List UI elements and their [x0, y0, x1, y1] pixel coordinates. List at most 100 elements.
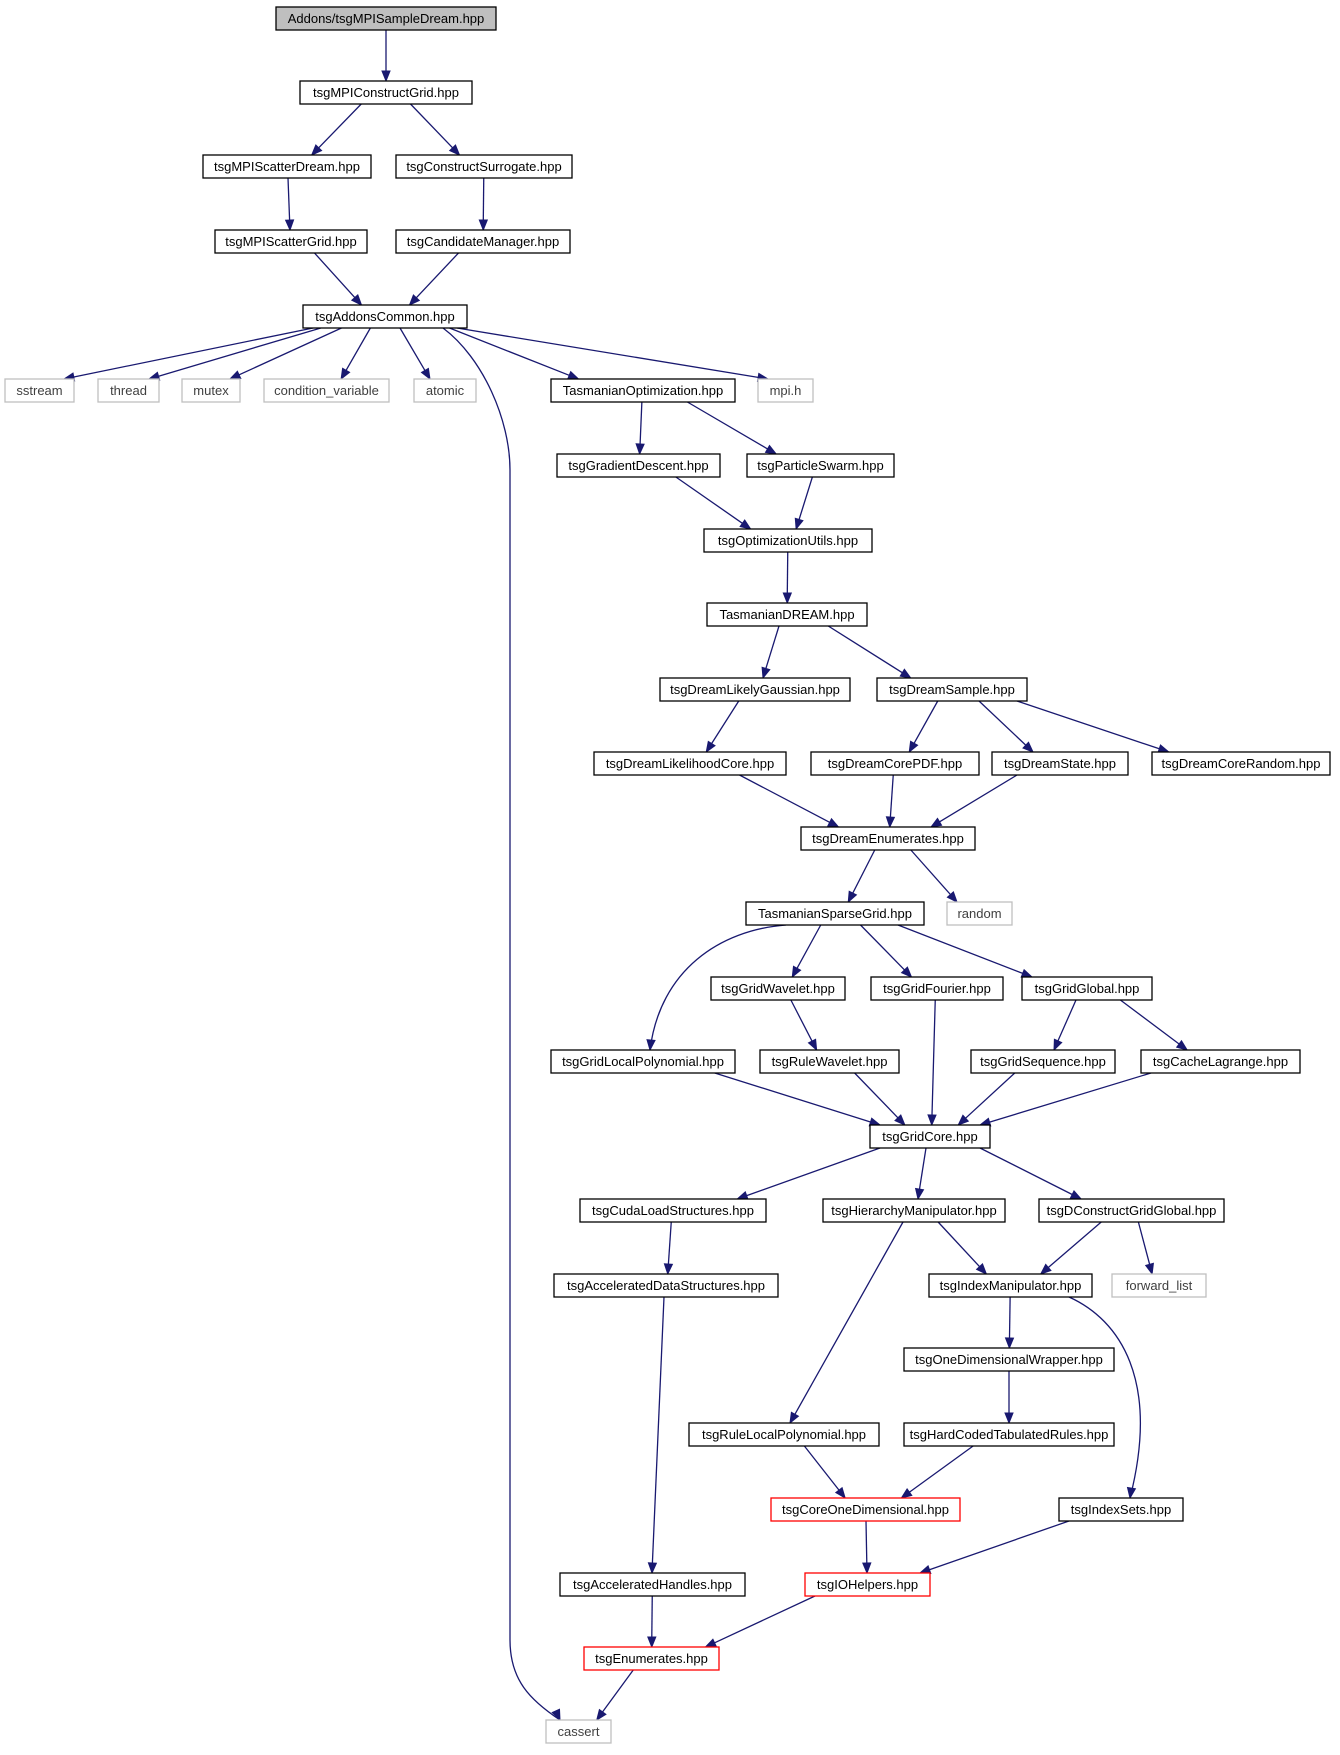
- arrowhead: [228, 370, 242, 380]
- node-box: [703, 528, 873, 553]
- node-mutex: mutex: [181, 378, 241, 403]
- edge-cachelagrange-to-gridcore: [978, 1072, 1152, 1127]
- node-box: [946, 901, 1013, 926]
- node-box: [545, 1719, 612, 1744]
- edge-addonscommon-to-cassert: [442, 327, 561, 1722]
- node-candidatemanager[interactable]: tsgCandidateManager.hpp: [395, 229, 571, 254]
- arrowhead: [975, 1263, 988, 1275]
- node-mpiscatterdream[interactable]: tsgMPIScatterDream.hpp: [202, 154, 372, 179]
- node-tasopt[interactable]: TasmanianOptimization.hpp: [550, 378, 736, 403]
- arrowhead: [647, 1636, 657, 1649]
- node-box: [550, 1049, 736, 1074]
- edge-dreamsample-to-dreamstate: [978, 700, 1034, 753]
- node-tasdream[interactable]: TasmanianDREAM.hpp: [706, 602, 868, 627]
- arrowhead: [647, 1562, 658, 1575]
- node-box: [593, 751, 787, 776]
- node-gridsequence[interactable]: tsgGridSequence.hpp: [970, 1049, 1116, 1074]
- node-gridwavelet[interactable]: tsgGridWavelet.hpp: [710, 976, 846, 1001]
- node-accelds[interactable]: tsgAcceleratedDataStructures.hpp: [553, 1273, 779, 1298]
- node-likelihoodcore[interactable]: tsgDreamLikelihoodCore.hpp: [593, 751, 787, 776]
- node-label: tsgRuleLocalPolynomial.hpp: [702, 1427, 866, 1442]
- node-box: [1058, 1497, 1184, 1522]
- node-box: [263, 378, 390, 403]
- arrowhead: [635, 443, 645, 456]
- node-addonscommon[interactable]: tsgAddonsCommon.hpp: [302, 304, 468, 329]
- node-indexsets[interactable]: tsgIndexSets.hpp: [1058, 1497, 1184, 1522]
- node-cachelagrange[interactable]: tsgCacheLagrange.hpp: [1140, 1049, 1301, 1074]
- node-enumerates[interactable]: tsgEnumerates.hpp: [583, 1646, 720, 1671]
- node-box: [413, 378, 477, 403]
- node-gridlocalpoly[interactable]: tsgGridLocalPolynomial.hpp: [550, 1049, 736, 1074]
- node-rulelocalpoly[interactable]: tsgRuleLocalPolynomial.hpp: [688, 1422, 880, 1447]
- arrowhead: [1004, 1337, 1015, 1350]
- edge-constructsurrogate-to-candidatemanager: [478, 177, 489, 232]
- node-corepdf[interactable]: tsgDreamCorePDF.hpp: [810, 751, 980, 776]
- edge-likelihoodcore-to-dreamenum: [739, 774, 840, 828]
- node-label: sstream: [16, 383, 62, 398]
- edge-likelygauss-to-likelihoodcore: [705, 700, 740, 754]
- edge-gridcore-to-dconstruct: [979, 1147, 1083, 1200]
- arrowhead: [761, 666, 771, 680]
- node-partswarm[interactable]: tsgParticleSwarm.hpp: [746, 453, 895, 478]
- edge-addonscommon-to-mutex: [228, 327, 342, 380]
- node-label: tsgGridCore.hpp: [882, 1129, 977, 1144]
- edge-line: [796, 924, 822, 969]
- arrowhead: [478, 219, 489, 232]
- node-gridfourier[interactable]: tsgGridFourier.hpp: [870, 976, 1004, 1001]
- node-iohelpers[interactable]: tsgIOHelpers.hpp: [804, 1572, 931, 1597]
- node-hiermanip[interactable]: tsgHierarchyManipulator.hpp: [822, 1198, 1006, 1223]
- node-onedimwrap[interactable]: tsgOneDimensionalWrapper.hpp: [903, 1347, 1115, 1372]
- node-box: [928, 1273, 1093, 1298]
- edge-line: [827, 625, 903, 674]
- node-mpiconstructgrid[interactable]: tsgMPIConstructGrid.hpp: [299, 80, 473, 105]
- node-likelygauss[interactable]: tsgDreamLikelyGaussian.hpp: [659, 677, 851, 702]
- edge-line: [345, 327, 371, 371]
- node-dreamstate[interactable]: tsgDreamState.hpp: [991, 751, 1129, 776]
- node-forwardlist: forward_list: [1111, 1273, 1207, 1298]
- node-label: forward_list: [1126, 1278, 1193, 1293]
- node-rulewavelet[interactable]: tsgRuleWavelet.hpp: [759, 1049, 900, 1074]
- edge-line: [931, 999, 936, 1116]
- node-dreamsample[interactable]: tsgDreamSample.hpp: [876, 677, 1028, 702]
- node-hardcoded[interactable]: tsgHardCodedTabulatedRules.hpp: [903, 1422, 1115, 1447]
- node-corerandom[interactable]: tsgDreamCoreRandom.hpp: [1151, 751, 1331, 776]
- edge-tasdream-to-likelygauss: [761, 625, 780, 680]
- node-label: tsgGridGlobal.hpp: [1035, 981, 1140, 996]
- node-optutils[interactable]: tsgOptimizationUtils.hpp: [703, 528, 873, 553]
- arrowhead: [914, 1187, 925, 1201]
- node-label: tsgHardCodedTabulatedRules.hpp: [910, 1427, 1109, 1442]
- arrowhead: [704, 1638, 718, 1648]
- edge-gridsequence-to-gridcore: [957, 1072, 1016, 1126]
- arrowhead: [900, 1488, 913, 1499]
- arrowhead: [791, 965, 802, 979]
- node-indexmanip[interactable]: tsgIndexManipulator.hpp: [928, 1273, 1093, 1298]
- node-gridglobal[interactable]: tsgGridGlobal.hpp: [1021, 976, 1153, 1001]
- node-dconstruct[interactable]: tsgDConstructGridGlobal.hpp: [1038, 1198, 1225, 1223]
- edge-line: [238, 327, 342, 376]
- node-acchandles[interactable]: tsgAcceleratedHandles.hpp: [559, 1572, 746, 1597]
- node-cudaload[interactable]: tsgCudaLoadStructures.hpp: [579, 1198, 767, 1223]
- node-label: tsgGridLocalPolynomial.hpp: [562, 1054, 724, 1069]
- node-constructsurrogate[interactable]: tsgConstructSurrogate.hpp: [395, 154, 573, 179]
- node-label: mutex: [193, 383, 229, 398]
- node-box: [556, 453, 721, 478]
- node-box: [97, 378, 160, 403]
- node-label: atomic: [426, 383, 465, 398]
- node-label: condition_variable: [274, 383, 379, 398]
- node-tassparse[interactable]: TasmanianSparseGrid.hpp: [745, 901, 925, 926]
- node-random: random: [946, 901, 1013, 926]
- node-root: Addons/tsgMPISampleDream.hpp: [275, 6, 497, 31]
- edge-addonscommon-to-thread: [147, 327, 322, 381]
- edge-indexmanip-to-onedimwrap: [1004, 1296, 1015, 1350]
- node-gridcore[interactable]: tsgGridCore.hpp: [869, 1124, 991, 1149]
- edge-mpiscatterdream-to-mpiscattergrid: [284, 177, 295, 232]
- node-mpiscattergrid[interactable]: tsgMPIScatterGrid.hpp: [214, 229, 368, 254]
- edge-line: [687, 401, 768, 450]
- node-graddesc[interactable]: tsgGradientDescent.hpp: [556, 453, 721, 478]
- edge-acchandles-to-enumerates: [647, 1595, 657, 1649]
- arrowhead: [789, 1411, 800, 1425]
- edge-dconstruct-to-forwardlist: [1137, 1221, 1154, 1276]
- node-dreamenum[interactable]: tsgDreamEnumerates.hpp: [800, 826, 976, 851]
- node-coreonedim[interactable]: tsgCoreOneDimensional.hpp: [770, 1497, 961, 1522]
- edge-corepdf-to-dreamenum: [885, 774, 896, 829]
